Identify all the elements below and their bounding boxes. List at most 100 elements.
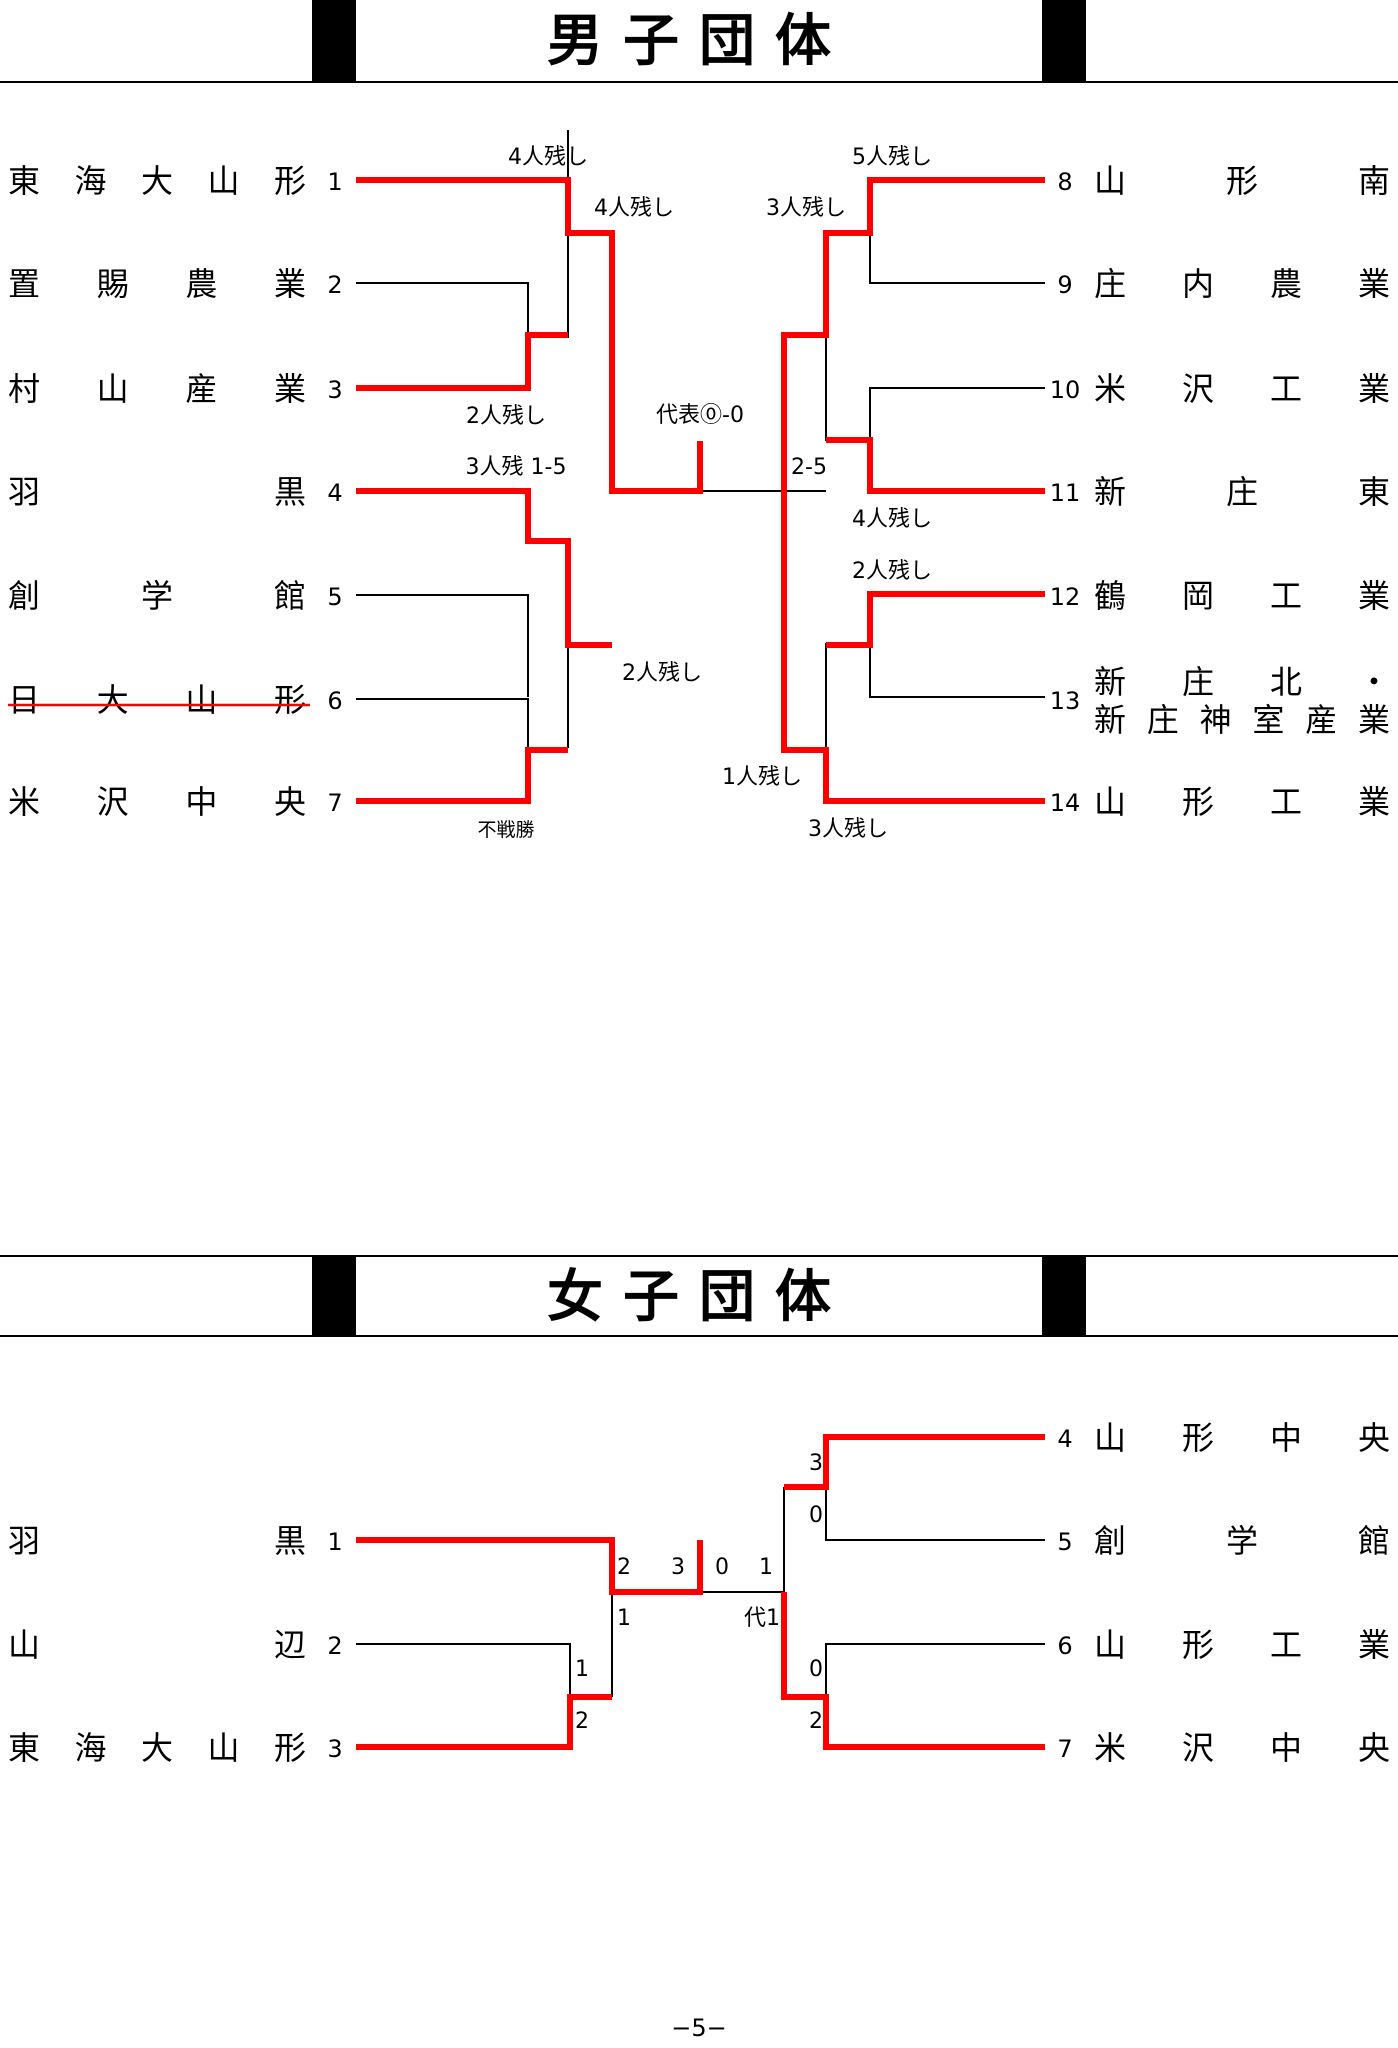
- score-label: 1: [617, 1606, 631, 1631]
- team-row: 創学館 5: [8, 577, 343, 615]
- team-name: 山形中央: [1094, 1419, 1390, 1457]
- team-name: 米沢中央: [1094, 1729, 1390, 1767]
- score-label: 代1: [744, 1606, 780, 1631]
- team-name: 置賜農業: [8, 265, 306, 303]
- score-label: 2-5: [791, 455, 827, 480]
- seed-number: 6: [327, 687, 342, 715]
- seed-number: 3: [327, 1735, 342, 1763]
- team-name: 新庄東: [1094, 473, 1390, 511]
- boys-title: 男子団体: [547, 8, 851, 74]
- score-label: 1: [759, 1555, 773, 1580]
- score-label: 2: [575, 1709, 589, 1734]
- girls-title: 女子団体: [547, 1264, 851, 1330]
- score-label: 0: [715, 1555, 729, 1580]
- team-row: 村山産業 3: [8, 370, 343, 408]
- score-label: 5人残し: [852, 145, 932, 170]
- score-label: 1人残し: [722, 765, 802, 790]
- score-label: 2人残し: [622, 661, 702, 686]
- girls-header: 女子団体: [0, 1255, 1398, 1337]
- seed-number: 13: [1050, 687, 1081, 715]
- team-row: 米沢中央 7: [8, 783, 343, 821]
- team-row: 山辺 2: [8, 1626, 343, 1664]
- seed-number: 4: [327, 479, 342, 507]
- boys-right-teams: 8 山形南 9 庄内農業 10 米沢工業 11 新庄東 12 鶴岡工業 13 新庄北・新庄神室産業 14…: [1050, 162, 1390, 821]
- team-name: 村山産業: [8, 370, 306, 408]
- team-row: 12 鶴岡工業: [1050, 577, 1390, 615]
- score-label: 1: [575, 1657, 589, 1682]
- score-label: 3人残 1-5: [466, 455, 567, 480]
- team-name: 日大山形: [8, 681, 306, 719]
- score-label: 3人残し: [766, 196, 846, 221]
- team-name: 新庄神室産業: [1094, 701, 1390, 739]
- team-row: 東海大山形 1: [8, 162, 343, 200]
- seed-number: 11: [1050, 479, 1081, 507]
- score-label: 3: [671, 1555, 685, 1580]
- score-label: 0: [809, 1503, 823, 1528]
- seed-number: 2: [327, 271, 342, 299]
- girls-bracket-lines: [356, 1434, 1045, 1750]
- seed-number: 12: [1050, 583, 1081, 611]
- team-name: 山辺: [8, 1626, 306, 1664]
- team-name: 東海大山形: [8, 1729, 306, 1767]
- seed-number: 1: [327, 168, 342, 196]
- team-name: 創学館: [1094, 1522, 1390, 1560]
- score-label: 4人残し: [594, 196, 674, 221]
- team-row: 10 米沢工業: [1050, 370, 1390, 408]
- seed-number: 5: [327, 583, 342, 611]
- team-row: 羽黒 1: [8, 1522, 343, 1560]
- team-name: 鶴岡工業: [1094, 577, 1390, 615]
- team-row: 置賜農業 2: [8, 265, 343, 303]
- team-row: 8 山形南: [1057, 162, 1390, 200]
- seed-number: 7: [327, 789, 342, 817]
- seed-number: 3: [327, 376, 342, 404]
- page-number: −5−: [671, 2014, 727, 2042]
- team-row: 4 山形中央: [1057, 1419, 1390, 1457]
- boys-left-teams: 東海大山形 1 置賜農業 2 村山産業 3 羽黒 4 創学館 5 日大山形 6 米沢中央 7: [8, 162, 343, 821]
- team-row: 羽黒 4: [8, 473, 343, 511]
- score-label: 2: [617, 1555, 631, 1580]
- team-name: 山形南: [1094, 162, 1390, 200]
- team-row: 14 山形工業: [1050, 783, 1390, 821]
- seed-number: 2: [327, 1632, 342, 1660]
- team-row: 11 新庄東: [1050, 473, 1390, 511]
- team-row: 13 新庄北・新庄神室産業: [1050, 663, 1390, 739]
- team-name: 山形工業: [1094, 783, 1390, 821]
- team-name: 山形工業: [1094, 1626, 1390, 1664]
- score-label: 4人残し: [508, 145, 588, 170]
- girls-left-teams: 羽黒 1 山辺 2 東海大山形 3: [8, 1522, 343, 1767]
- team-name: 羽黒: [8, 1522, 306, 1560]
- seed-number: 7: [1057, 1735, 1072, 1763]
- team-row: 日大山形 6: [8, 681, 343, 719]
- team-row: 東海大山形 3: [8, 1729, 343, 1767]
- score-label: 2人残し: [852, 559, 932, 584]
- team-name: 米沢工業: [1094, 370, 1390, 408]
- team-row: 5 創学館: [1057, 1522, 1390, 1560]
- team-name: 新庄北・: [1094, 663, 1390, 701]
- seed-number: 14: [1050, 789, 1081, 817]
- score-label: 3人残し: [808, 817, 888, 842]
- score-label: 3: [809, 1451, 823, 1476]
- team-name: 創学館: [8, 577, 306, 615]
- seed-number: 9: [1057, 271, 1072, 299]
- score-label: 代表⓪-0: [656, 403, 744, 428]
- score-label: 0: [809, 1657, 823, 1682]
- score-label: 2人残し: [466, 404, 546, 429]
- team-row: 9 庄内農業: [1057, 265, 1390, 303]
- seed-number: 1: [327, 1528, 342, 1556]
- seed-number: 4: [1057, 1425, 1072, 1453]
- team-name: 羽黒: [8, 473, 306, 511]
- score-label: 2: [809, 1709, 823, 1734]
- team-name: 米沢中央: [8, 783, 306, 821]
- seed-number: 5: [1057, 1528, 1072, 1556]
- team-name: 東海大山形: [8, 162, 306, 200]
- score-label: 4人残し: [852, 507, 932, 532]
- boys-header: 男子団体: [0, 0, 1398, 83]
- girls-score-labels: 1 2 2 1 3 0 1 代1 3 0 0 2: [575, 1451, 823, 1734]
- seed-number: 8: [1057, 168, 1072, 196]
- seed-number: 10: [1050, 376, 1081, 404]
- team-row: 7 米沢中央: [1057, 1729, 1390, 1767]
- team-name: 庄内農業: [1094, 265, 1390, 303]
